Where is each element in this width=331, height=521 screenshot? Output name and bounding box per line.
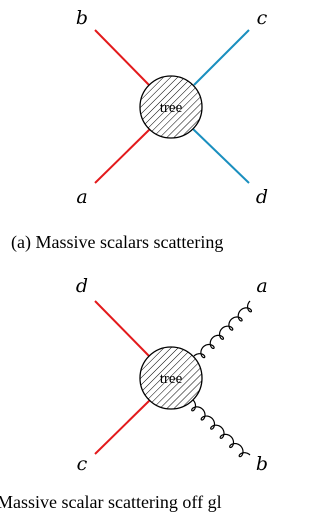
tree-blob bbox=[139, 75, 203, 139]
label-top-left: b bbox=[76, 7, 88, 29]
label-bottom-left: a bbox=[76, 186, 87, 208]
tree-blob bbox=[139, 346, 203, 410]
blob-label: tree bbox=[160, 100, 183, 116]
label-bottom-left: c bbox=[77, 453, 88, 475]
gluon-bottom-right bbox=[191, 399, 251, 458]
caption-a: (a) Massive scalars scattering bbox=[11, 232, 224, 252]
gluon-top-right bbox=[193, 300, 253, 359]
label-top-right: a bbox=[256, 275, 267, 297]
line-top-left bbox=[94, 300, 150, 357]
caption-b: Massive scalar scattering off gl bbox=[0, 492, 222, 512]
line-top-right bbox=[193, 29, 250, 86]
diagram-b: tree d a c b bbox=[0, 264, 331, 494]
label-top-left: d bbox=[76, 275, 88, 297]
line-bottom-left bbox=[94, 128, 151, 184]
label-top-right: c bbox=[257, 7, 268, 29]
label-bottom-right: b bbox=[256, 453, 268, 475]
diagram-a: tree b c a d bbox=[0, 0, 331, 210]
line-top-left bbox=[94, 29, 150, 86]
label-bottom-right: d bbox=[256, 186, 268, 208]
line-bottom-left bbox=[94, 399, 151, 455]
line-bottom-right bbox=[192, 128, 250, 184]
blob-label: tree bbox=[160, 371, 183, 387]
